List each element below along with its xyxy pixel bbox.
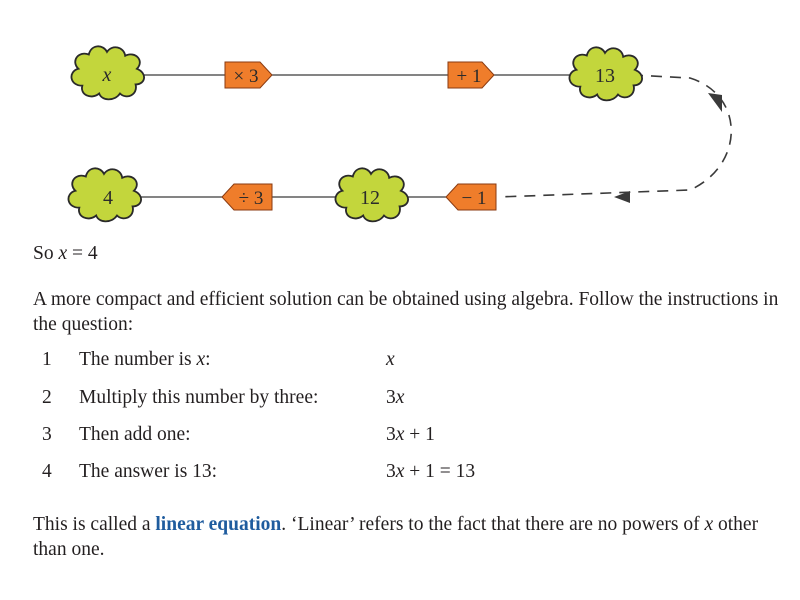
conclusion-suffix: = 4 — [67, 243, 98, 264]
function-machine-diagram: x × 3 + 1 13 4 ÷ 3 12 − 1 — [67, 45, 733, 223]
step-number: 1 — [42, 349, 52, 370]
intro-paragraph: A more compact and efficient solution ca… — [33, 289, 779, 335]
step-expression: x — [386, 349, 395, 370]
conclusion-prefix: So — [33, 243, 59, 264]
step-instruction: The number is x: — [79, 349, 211, 370]
value-label-12: 12 — [360, 187, 380, 209]
step-number: 4 — [42, 461, 52, 482]
operation-label-multiply: × 3 — [234, 66, 259, 87]
operation-tag-multiply: × 3 — [224, 61, 273, 89]
return-dashed-arrow — [497, 74, 733, 198]
step-expression: 3x — [386, 387, 405, 408]
operation-label-add: + 1 — [457, 66, 482, 87]
step-expression: 3x + 1 — [386, 424, 435, 445]
step-instruction: Multiply this number by three: — [79, 387, 319, 408]
glossary-term-link[interactable]: linear equation — [155, 514, 282, 535]
conclusion-line: So x = 4 — [33, 242, 98, 266]
arrowhead-icon — [614, 191, 630, 203]
step-number: 2 — [42, 387, 52, 408]
closing-paragraph: This is called a linear equation. ‘Linea… — [33, 514, 759, 560]
operation-label-subtract: − 1 — [462, 188, 487, 209]
value-label-x: x — [102, 64, 112, 86]
value-label-4: 4 — [103, 187, 113, 209]
operation-tag-add: + 1 — [447, 61, 495, 89]
conclusion-variable: x — [58, 243, 68, 264]
value-label-13: 13 — [595, 65, 615, 87]
step-expression: 3x + 1 = 13 — [386, 461, 476, 482]
operation-tag-subtract: − 1 — [445, 183, 497, 211]
arrowhead-icon — [708, 93, 722, 112]
step-instruction: Then add one: — [79, 424, 191, 445]
step-number: 3 — [42, 424, 52, 445]
operation-tag-divide: ÷ 3 — [221, 183, 273, 211]
operation-label-divide: ÷ 3 — [239, 188, 264, 209]
step-instruction: The answer is 13: — [79, 461, 218, 482]
